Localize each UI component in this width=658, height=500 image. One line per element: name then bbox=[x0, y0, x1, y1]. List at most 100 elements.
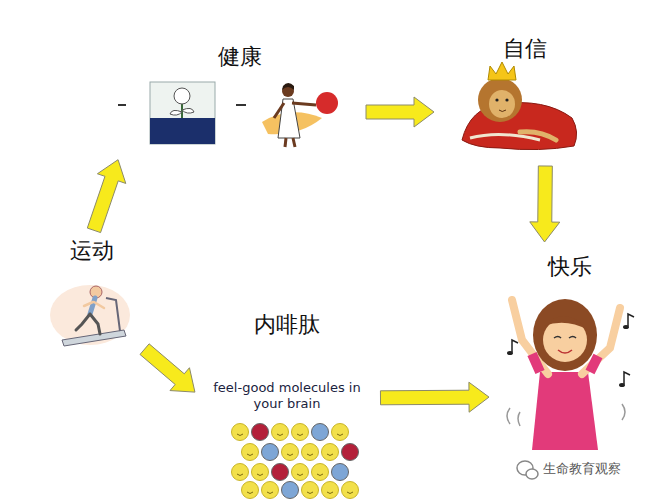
red-ball bbox=[316, 92, 338, 114]
block-arrow bbox=[366, 97, 434, 127]
woman-arm bbox=[292, 103, 316, 105]
molecule bbox=[282, 482, 299, 499]
molecule-smile bbox=[347, 492, 353, 494]
molecule-smile bbox=[297, 474, 303, 476]
girl-hair bbox=[533, 299, 597, 371]
dash bbox=[236, 104, 246, 106]
treadmill-rail bbox=[106, 298, 120, 331]
music-note bbox=[507, 351, 513, 355]
molecule-smile bbox=[317, 474, 323, 476]
concept-node: 快乐 bbox=[495, 248, 645, 455]
woman-leg bbox=[285, 138, 286, 147]
molecule-smile bbox=[307, 454, 313, 456]
runner-legs bbox=[76, 314, 100, 334]
molecule-smile bbox=[247, 454, 253, 456]
molecule bbox=[282, 444, 299, 461]
wechat-icon bbox=[517, 461, 538, 479]
girl-illustration bbox=[507, 299, 634, 450]
woman-leg bbox=[293, 138, 295, 147]
motion-lines bbox=[507, 404, 625, 426]
lion-face bbox=[489, 90, 515, 118]
molecule bbox=[262, 482, 279, 499]
molecule-smile bbox=[277, 434, 283, 436]
lion-mane bbox=[478, 78, 522, 122]
molecule-smile bbox=[337, 434, 343, 436]
lion-eye bbox=[505, 98, 508, 101]
treadmill-illustration bbox=[50, 285, 130, 346]
music-note bbox=[623, 325, 629, 329]
molecule bbox=[272, 424, 289, 441]
block-arrow bbox=[530, 166, 560, 242]
music-note bbox=[619, 383, 625, 387]
molecule bbox=[302, 482, 319, 499]
node-subtitle: feel-good molecules in your brain bbox=[212, 380, 362, 412]
concept-node: 自信 bbox=[440, 32, 610, 160]
plant-leaves bbox=[170, 108, 194, 115]
concept-node: 运动 bbox=[44, 236, 140, 351]
treadmill-belt bbox=[62, 330, 126, 346]
molecule bbox=[242, 444, 259, 461]
molecule bbox=[292, 424, 309, 441]
molecule bbox=[332, 464, 349, 481]
molecule bbox=[312, 464, 329, 481]
lion-mouth bbox=[499, 110, 506, 112]
dash bbox=[118, 104, 126, 106]
molecule-smile bbox=[327, 492, 333, 494]
molecule bbox=[322, 482, 339, 499]
lion-illustration bbox=[462, 62, 577, 150]
music-note bbox=[628, 314, 634, 326]
woman-arm bbox=[274, 103, 284, 118]
molecule-smile bbox=[287, 454, 293, 456]
girl-shirt bbox=[532, 372, 598, 450]
music-note bbox=[624, 372, 630, 384]
girl-mouth bbox=[558, 350, 572, 353]
cape-trim bbox=[470, 134, 540, 140]
woman-hair bbox=[282, 83, 294, 90]
molecule-smile bbox=[237, 474, 243, 476]
molecule bbox=[342, 444, 359, 461]
molecule-smile bbox=[327, 454, 333, 456]
molecule bbox=[252, 424, 269, 441]
block-arrow bbox=[140, 344, 195, 392]
block-arrow bbox=[87, 160, 125, 233]
watermark: 生命教育观察 bbox=[541, 461, 623, 477]
health-illustration bbox=[118, 82, 338, 147]
girl-eyes bbox=[554, 337, 576, 339]
wechat-bubble bbox=[526, 469, 538, 479]
molecule bbox=[232, 464, 249, 481]
molecule-smile bbox=[267, 492, 273, 494]
molecule bbox=[342, 482, 359, 499]
flower bbox=[174, 88, 190, 104]
block-arrow bbox=[380, 382, 489, 412]
lion-paw bbox=[520, 132, 556, 140]
molecule-smile bbox=[307, 492, 313, 494]
molecule bbox=[242, 482, 259, 499]
molecule bbox=[312, 424, 329, 441]
node-title: 健康 bbox=[120, 44, 360, 70]
lion-eye bbox=[495, 98, 498, 101]
molecule bbox=[232, 424, 249, 441]
molecule-smile bbox=[247, 492, 253, 494]
pot-band bbox=[150, 118, 215, 144]
runner-body bbox=[90, 298, 95, 314]
molecule bbox=[272, 464, 289, 481]
concept-node: 内啡肽 feel-good molecules in your brain bbox=[200, 310, 375, 493]
molecule bbox=[262, 444, 279, 461]
girl-fringe bbox=[544, 316, 588, 330]
node-title: 自信 bbox=[440, 36, 610, 62]
node-title: 快乐 bbox=[495, 254, 645, 280]
molecule-smile bbox=[257, 474, 263, 476]
crown bbox=[488, 62, 516, 80]
music-note bbox=[512, 340, 518, 352]
molecule bbox=[292, 464, 309, 481]
molecule bbox=[322, 444, 339, 461]
runner-arms bbox=[84, 302, 104, 308]
node-title: 内啡肽 bbox=[200, 312, 375, 338]
concept-node: 健康 bbox=[120, 40, 360, 160]
node-title: 运动 bbox=[44, 238, 140, 264]
molecule bbox=[332, 424, 349, 441]
molecule bbox=[302, 444, 319, 461]
molecule-smile bbox=[297, 434, 303, 436]
background-blob bbox=[50, 285, 130, 345]
